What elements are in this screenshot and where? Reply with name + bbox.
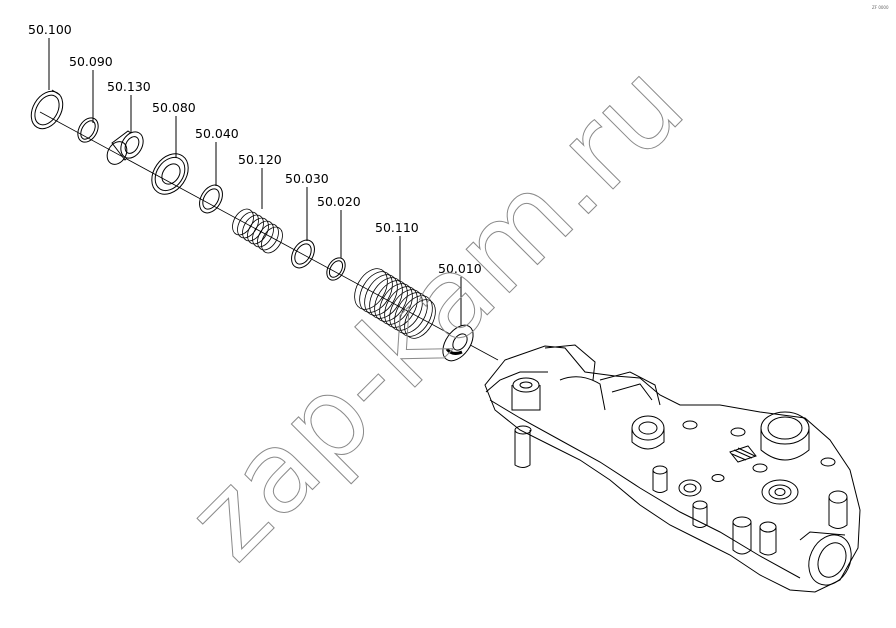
ring-50-040 [199,184,223,214]
svg-text:50.030: 50.030 [285,171,329,186]
svg-text:50.080: 50.080 [152,100,196,115]
svg-text:50.130: 50.130 [107,79,151,94]
svg-text:50.040: 50.040 [195,126,239,141]
svg-text:50.120: 50.120 [238,152,282,167]
svg-text:50.090: 50.090 [69,54,113,69]
thrust-washer-50-080 [151,153,189,195]
disc-pack-50-120 [232,208,283,254]
part-label-50-020: 50.020 [317,194,361,258]
part-label-50-040: 50.040 [195,126,239,186]
ring-50-030 [291,239,315,269]
svg-text:50.110: 50.110 [375,220,419,235]
disc-pack-50-110 [354,268,436,339]
snap-ring-50-090 [77,117,99,143]
part-label-50-090: 50.090 [69,54,113,123]
part-label-50-120: 50.120 [238,152,282,209]
part-label-50-130: 50.130 [107,79,151,133]
svg-text:50.020: 50.020 [317,194,361,209]
part-label-50-080: 50.080 [152,100,196,158]
part-label-50-100: 50.100 [28,22,72,90]
piston-50-010 [442,324,474,362]
transmission-housing [484,344,861,593]
assembly-axis [39,111,499,361]
part-label-50-110: 50.110 [375,220,419,282]
snap-ring-50-100 [30,89,64,130]
part-label-50-010: 50.010 [438,261,482,326]
bushing-50-130 [106,130,144,165]
part-label-50-030: 50.030 [285,171,329,241]
svg-text:50.010: 50.010 [438,261,482,276]
watermark: zap-kam.ru [163,39,709,585]
svg-text:50.100: 50.100 [28,22,72,37]
snap-ring-50-020 [326,257,346,281]
corner-mark: ZF 0000 [872,5,889,10]
